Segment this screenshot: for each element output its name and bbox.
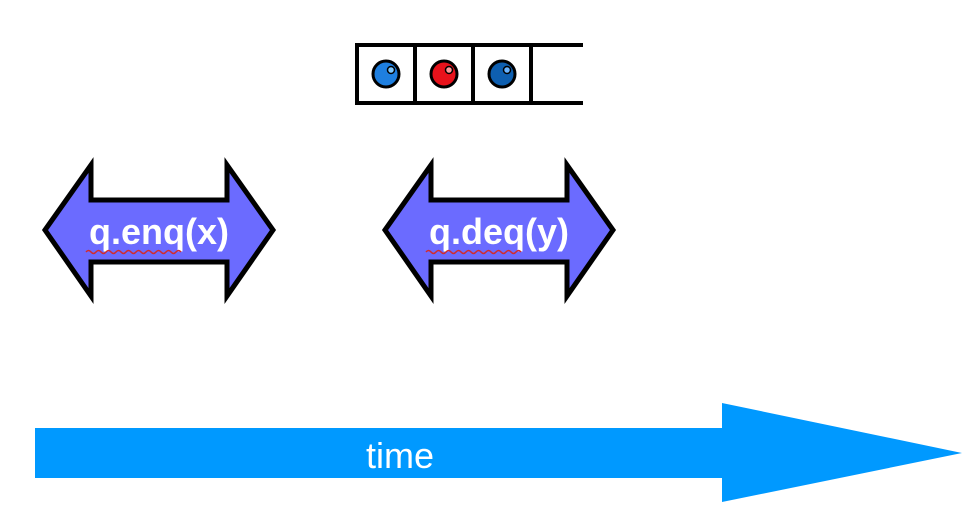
queue-item: [371, 59, 401, 89]
enq-interval: q.enq(x): [41, 157, 277, 304]
spellcheck-underline: [85, 249, 182, 255]
queue-item-highlight: [386, 65, 396, 75]
queue-item: [429, 59, 459, 89]
time-arrow: time: [35, 403, 962, 502]
time-label: time: [366, 435, 434, 476]
queue-item-highlight: [502, 65, 512, 75]
enq-double-arrow: [41, 157, 277, 304]
enq-label: q.enq(x): [89, 211, 229, 252]
queue: [355, 43, 583, 105]
queue-item-highlight: [444, 65, 454, 75]
spellcheck-underline: [425, 249, 522, 255]
deq-double-arrow: [381, 157, 617, 304]
queue-item-ball: [487, 59, 517, 89]
time-arrow-shape: [35, 403, 962, 502]
queue-item-ball: [429, 59, 459, 89]
queue-item-ball: [371, 59, 401, 89]
queue-item: [487, 59, 517, 89]
deq-label: q.deq(y): [429, 211, 569, 252]
deq-interval: q.deq(y): [381, 157, 617, 304]
